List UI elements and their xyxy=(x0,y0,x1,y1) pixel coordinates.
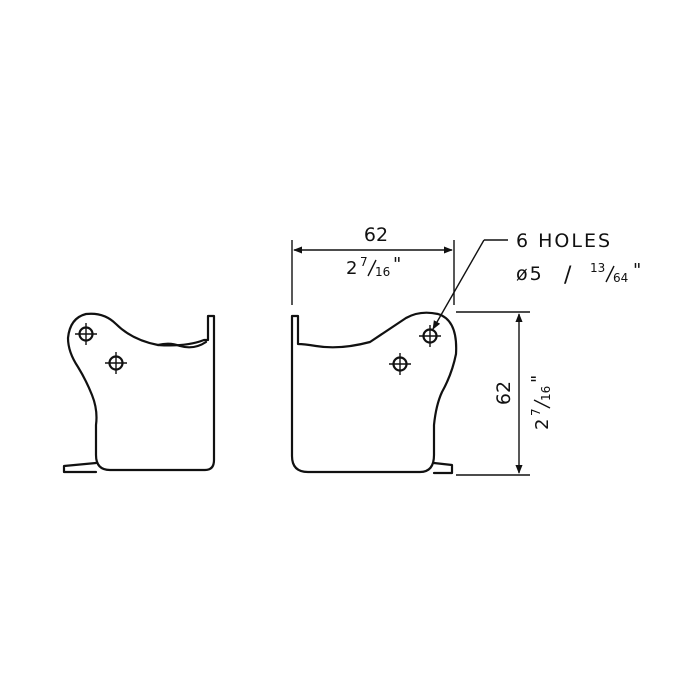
left-hole-1 xyxy=(75,323,97,345)
width-imperial-whole: 2 xyxy=(346,258,357,279)
right-bracket-flange xyxy=(432,461,454,475)
left-bracket-wavy-edge xyxy=(156,340,208,349)
holes-imperial-numerator: 13 xyxy=(590,261,605,275)
height-dimension: 62 2 7 16 " xyxy=(456,311,553,476)
width-metric-label: 62 xyxy=(364,224,388,246)
width-dimension: 62 2 7 16 " xyxy=(291,224,455,305)
holes-imperial-denominator: 64 xyxy=(613,271,628,285)
left-bracket-view xyxy=(62,312,216,474)
holes-inch-mark: " xyxy=(633,260,641,281)
holes-diameter-label: ø5 xyxy=(516,263,544,285)
height-imperial-denominator: 16 xyxy=(539,386,553,401)
holes-fraction-slash xyxy=(605,265,615,283)
height-imperial-numerator: 7 xyxy=(529,408,543,416)
width-fraction-slash xyxy=(367,259,377,277)
right-bracket-view xyxy=(290,311,458,475)
right-bracket-outline xyxy=(290,311,458,474)
holes-separator: / xyxy=(564,263,572,288)
width-imperial-denominator: 16 xyxy=(375,265,390,279)
holes-count-label: 6 HOLES xyxy=(516,230,612,252)
width-imperial-numerator: 7 xyxy=(360,255,368,269)
left-hole-2 xyxy=(105,352,127,374)
right-hole-1 xyxy=(419,325,441,347)
left-bracket-outline xyxy=(66,312,216,472)
height-fraction-slash xyxy=(533,399,551,409)
height-imperial-whole: 2 xyxy=(532,419,553,430)
height-metric-label: 62 xyxy=(493,381,515,405)
right-hole-2 xyxy=(389,353,411,375)
holes-note: 6 HOLES ø5 / 13 64 " xyxy=(432,230,641,330)
holes-leader-arrow xyxy=(432,239,485,330)
height-inch-mark: " xyxy=(528,375,549,383)
left-bracket-flange xyxy=(62,461,98,474)
width-inch-mark: " xyxy=(393,254,401,275)
